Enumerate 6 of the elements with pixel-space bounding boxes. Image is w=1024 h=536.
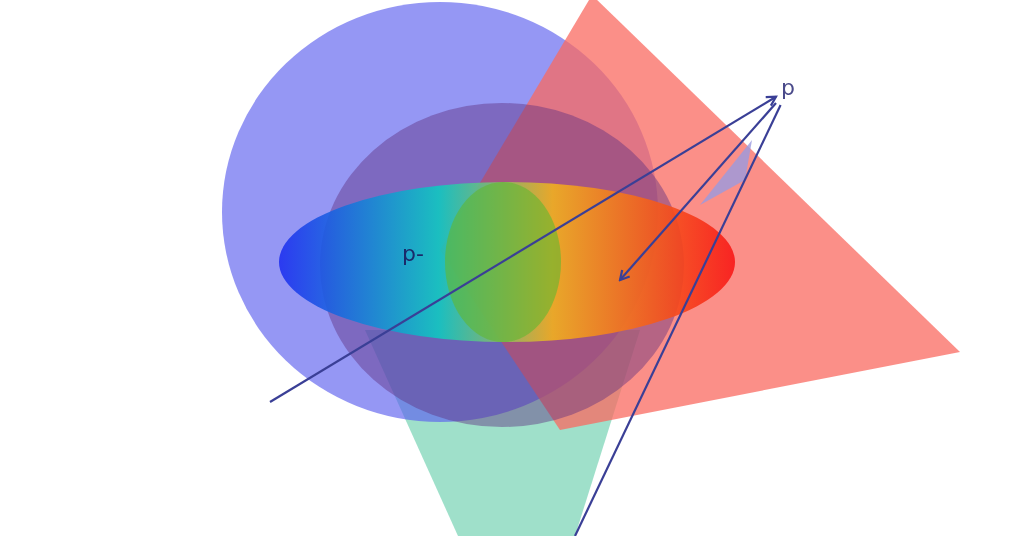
arrow [269,95,778,403]
arrow [618,102,777,282]
point-label: p [776,74,800,105]
point-label: p- [402,243,424,265]
gradient-ellipse [279,182,735,342]
line [574,104,782,536]
